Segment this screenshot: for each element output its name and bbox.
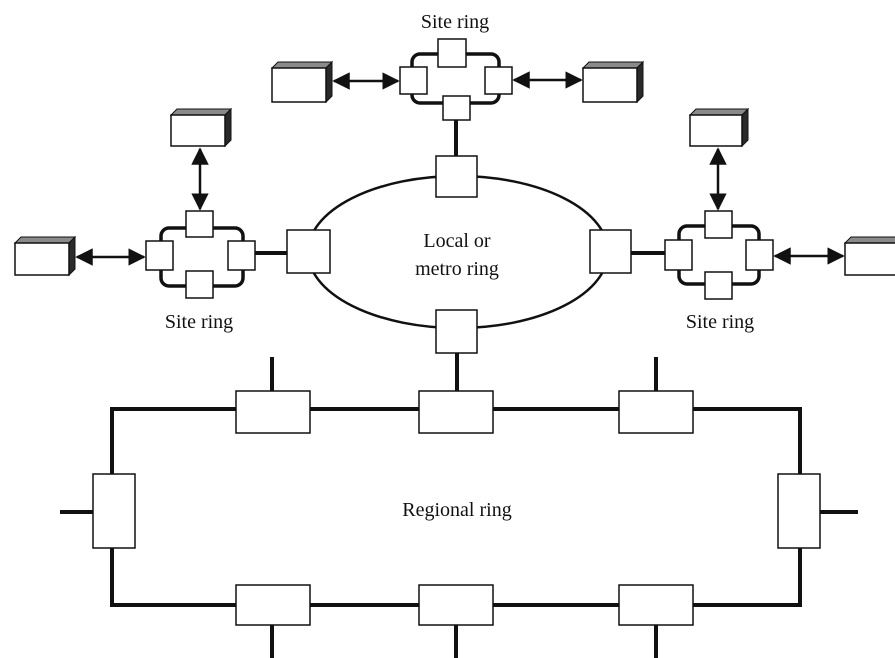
metro-ring: Local or metro ring bbox=[286, 155, 632, 354]
site-node bbox=[442, 95, 471, 121]
site-ring-right-label: Site ring bbox=[686, 311, 754, 333]
metro-node bbox=[286, 229, 331, 274]
device-box bbox=[843, 236, 895, 276]
site-ring-left-label: Site ring bbox=[165, 311, 233, 333]
site-ring-top-label: Site ring bbox=[421, 11, 489, 33]
metro-node bbox=[435, 309, 478, 354]
site-node bbox=[185, 270, 214, 299]
regional-ring: Regional ring bbox=[60, 357, 858, 658]
metro-ring-path bbox=[306, 174, 610, 330]
device-box bbox=[169, 107, 233, 148]
regional-node bbox=[618, 390, 694, 434]
regional-node bbox=[235, 390, 311, 434]
regional-node bbox=[418, 390, 494, 434]
site-ring-top: Site ring bbox=[399, 11, 513, 121]
site-node bbox=[745, 239, 774, 271]
site-ring-right: Site ring bbox=[664, 210, 774, 333]
device-box bbox=[581, 60, 645, 104]
site-node bbox=[399, 66, 428, 95]
metro-node bbox=[435, 155, 478, 198]
device-box bbox=[688, 107, 750, 148]
site-node bbox=[664, 239, 693, 271]
site-ring-left: Site ring bbox=[145, 210, 256, 333]
site-node bbox=[185, 210, 214, 238]
regional-node bbox=[777, 473, 821, 549]
regional-node bbox=[418, 584, 494, 626]
metro-ring-label-line2: metro ring bbox=[415, 258, 499, 280]
site-node bbox=[437, 38, 467, 68]
regional-node bbox=[235, 584, 311, 626]
site-node bbox=[704, 210, 733, 239]
regional-ring-label: Regional ring bbox=[402, 499, 511, 521]
site-node bbox=[484, 66, 513, 95]
device-box bbox=[270, 60, 334, 104]
site-node bbox=[145, 240, 174, 271]
metro-ring-label-line1: Local or bbox=[423, 230, 491, 252]
site-node bbox=[227, 240, 256, 271]
device-box bbox=[13, 235, 77, 277]
metro-node bbox=[589, 229, 632, 274]
regional-node bbox=[618, 584, 694, 626]
site-node bbox=[704, 271, 733, 300]
regional-node bbox=[92, 473, 136, 549]
